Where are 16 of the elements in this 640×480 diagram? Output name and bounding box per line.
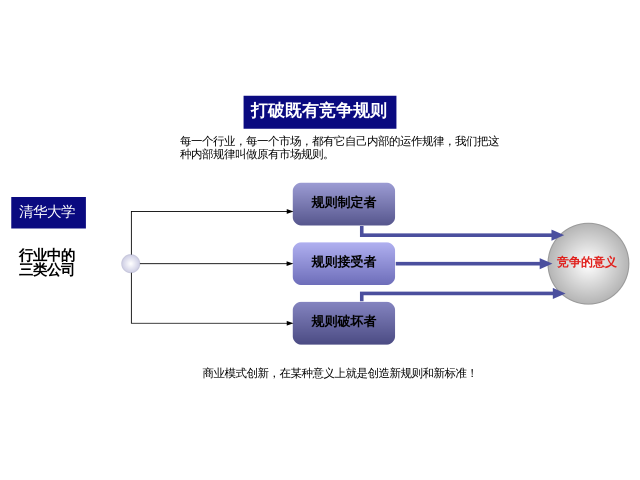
- arrow: [360, 288, 566, 302]
- arrow: [130, 272, 294, 326]
- node-box: 规则制定者: [292, 182, 396, 227]
- node-label: 行业中的三类公司: [19, 248, 76, 278]
- node-circle: 竞争的意义: [547, 222, 630, 305]
- label: 清华大学: [19, 204, 76, 220]
- arrow: [139, 261, 294, 266]
- node-circle: [121, 254, 140, 274]
- arrow: [130, 209, 294, 256]
- node-box: 规则接受者: [292, 241, 396, 286]
- label: 每一个行业，每一个市场，都有它自己内部的运作规律，我们把这种内部规律叫做原有市场规则。: [180, 134, 499, 162]
- arrow: [396, 258, 552, 270]
- arrow: [360, 226, 564, 241]
- node-box: 规则破坏者: [292, 300, 396, 346]
- label: 商业模式创新，在某种意义上就是创造新规则和新标准！: [202, 366, 478, 380]
- diagram-title: 打破既有竞争规则: [251, 100, 388, 121]
